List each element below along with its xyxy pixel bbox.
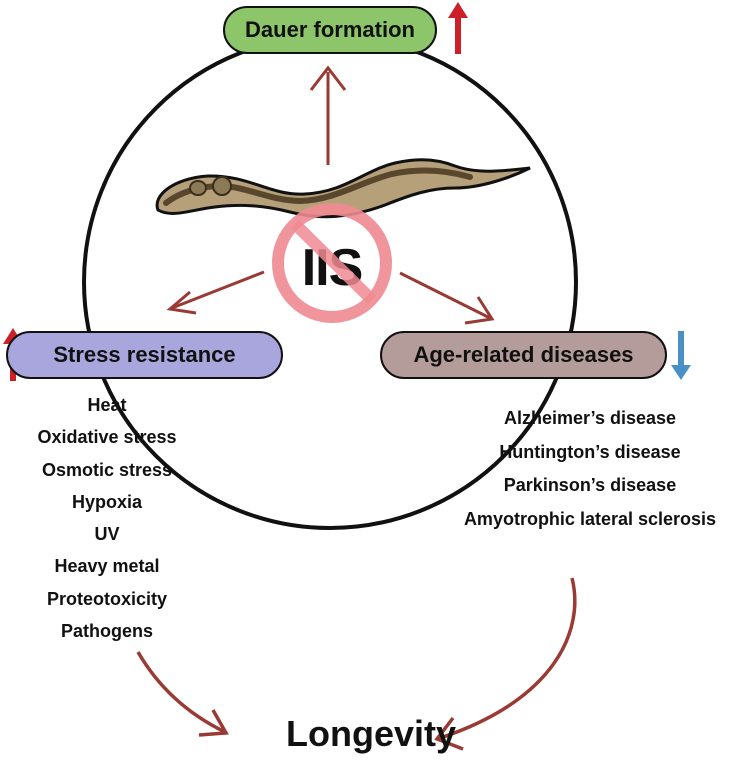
arrow-to-stress [171, 270, 265, 310]
stress-type-item: Proteotoxicity [46, 588, 168, 609]
nematode-worm [155, 158, 531, 219]
stress-type-item: Heavy metal [54, 556, 160, 577]
arrowhead-longevity-left [198, 709, 229, 737]
stress-type-item: UV [94, 524, 120, 545]
age-related-diseases-node: Age-related diseases [380, 331, 667, 379]
stress-type-item: Pathogens [60, 621, 153, 642]
disease-item: Huntington’s disease [499, 441, 681, 462]
disease-item: Alzheimer’s disease [503, 408, 677, 428]
stress-type-item: Oxidative stress [37, 427, 177, 448]
arrow-diseases-to-longevity [439, 577, 577, 740]
arrow-stress-to-longevity [136, 651, 226, 734]
disease-item: Amyotrophic lateral sclerosis [463, 508, 717, 529]
stress-resistance-node: Stress resistance [6, 331, 283, 379]
disease-item: Parkinson’s disease [503, 475, 677, 495]
stress-type-item: Osmotic stress [41, 459, 173, 480]
disease-down-arrow-icon [671, 331, 691, 380]
longevity-label: Longevity [285, 713, 456, 754]
dauer-up-arrow-icon [448, 2, 468, 54]
stress-type-item: Hypoxia [71, 491, 143, 512]
arrowhead-longevity-right [434, 716, 464, 751]
stress-type-item: Heat [87, 395, 127, 415]
arrowhead-age [464, 296, 495, 325]
diseases-list: Alzheimer’s disease Huntington’s disease… [440, 402, 740, 536]
stress-resistance-label: Stress resistance [53, 342, 236, 367]
age-related-diseases-label: Age-related diseases [413, 342, 634, 367]
iis-label: IIS [301, 239, 364, 297]
arrowhead-dauer [309, 65, 347, 91]
arrowhead-stress [166, 290, 197, 315]
prohibit-icon [272, 203, 392, 323]
dauer-formation-node: Dauer formation [223, 6, 437, 54]
dauer-formation-label: Dauer formation [245, 17, 415, 42]
stress-types-list: Heat Oxidative stress Osmotic stress Hyp… [0, 389, 214, 647]
arrow-to-age [399, 271, 491, 320]
